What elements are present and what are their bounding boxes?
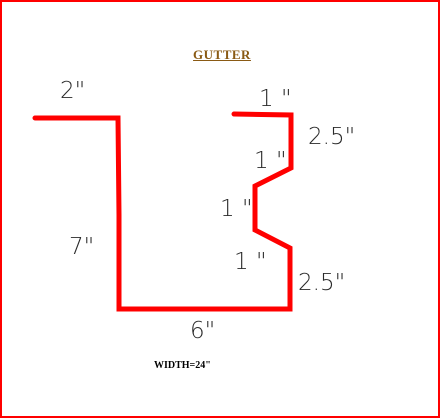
dim-bottom: 6" [190, 318, 216, 344]
dim-right-upper-wall: 2.5" [308, 124, 356, 150]
gutter-profile-line [32, 111, 294, 312]
dim-top-right-lip: 1 " [259, 86, 292, 112]
dim-right-upper-step: 1 " [254, 148, 287, 174]
diagram-title: GUTTER [193, 47, 251, 62]
dim-left-wall: 7" [69, 234, 95, 260]
width-note: WIDTH=24" [154, 360, 211, 371]
dim-right-lower-wall: 2.5" [298, 270, 346, 296]
dim-right-lower-step: 1 " [234, 249, 267, 275]
dim-right-middle: 1 " [220, 196, 253, 222]
dim-top-left-flange: 2" [60, 78, 86, 104]
